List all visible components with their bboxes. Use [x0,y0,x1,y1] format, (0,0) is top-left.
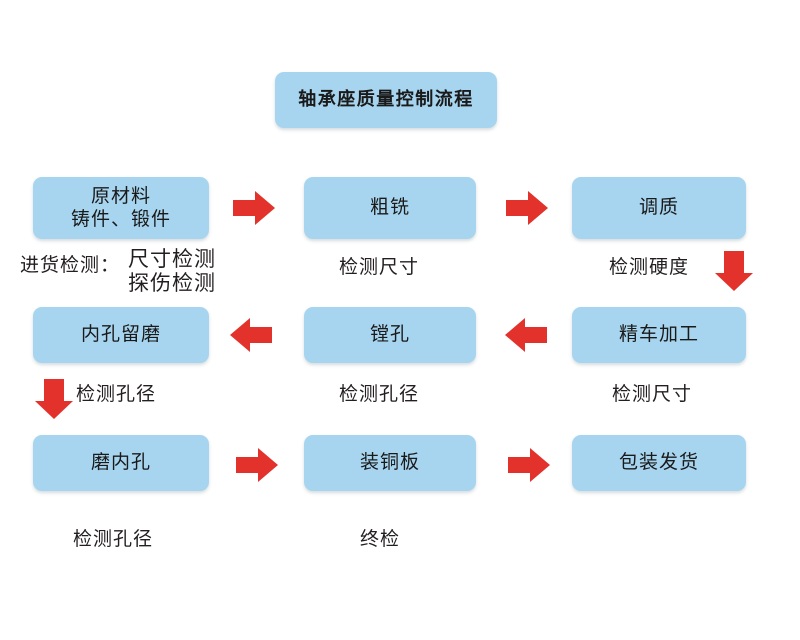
process-node-label: 原材料 铸件、锻件 [70,185,171,230]
process-node-mount-copper-plate[interactable]: 装铜板 [304,435,476,491]
process-node-rough-milling[interactable]: 粗铣 [304,177,476,239]
caption-incoming-inspection-label: 进货检测： [20,255,121,276]
process-node-packing-shipping[interactable]: 包装发货 [572,435,746,491]
caption-incoming-inspection-items: 尺寸检测 探伤检测 [128,248,216,295]
process-node-label: 包装发货 [618,452,699,474]
flowchart-title-box: 轴承座质量控制流程 [275,72,497,128]
process-node-label: 镗孔 [369,324,410,346]
arrow-right-icon [504,188,550,228]
arrow-right-icon [506,445,552,485]
process-node-label: 内孔留磨 [80,324,161,346]
process-node-bore-grind-allowance[interactable]: 内孔留磨 [33,307,209,363]
process-node-label: 粗铣 [369,197,410,219]
caption-check-hardness-row1: 检测硬度 [609,257,690,278]
arrow-right-icon [231,188,277,228]
arrow-left-icon [503,315,549,355]
process-node-grind-inner-bore[interactable]: 磨内孔 [33,435,209,491]
process-node-label: 精车加工 [618,324,699,346]
caption-check-bore-diameter-row3: 检测孔径 [73,529,154,550]
process-node-quench-temper[interactable]: 调质 [572,177,746,239]
arrow-down-icon [33,377,75,421]
process-node-label: 装铜板 [359,452,420,474]
caption-check-dimension-row2-right: 检测尺寸 [612,384,693,405]
caption-check-bore-diameter-row2-middle: 检测孔径 [339,384,420,405]
caption-check-dimension-row1: 检测尺寸 [339,257,420,278]
caption-final-inspection: 终检 [360,529,401,550]
caption-check-bore-diameter-row2-left: 检测孔径 [76,384,157,405]
arrow-left-icon [228,315,274,355]
flowchart-title-text: 轴承座质量控制流程 [298,89,474,110]
process-node-raw-material[interactable]: 原材料 铸件、锻件 [33,177,209,239]
arrow-right-icon [234,445,280,485]
process-node-label: 调质 [638,197,679,219]
process-node-boring[interactable]: 镗孔 [304,307,476,363]
process-node-finish-turning[interactable]: 精车加工 [572,307,746,363]
process-node-label: 磨内孔 [90,452,151,474]
arrow-down-icon [713,249,755,293]
